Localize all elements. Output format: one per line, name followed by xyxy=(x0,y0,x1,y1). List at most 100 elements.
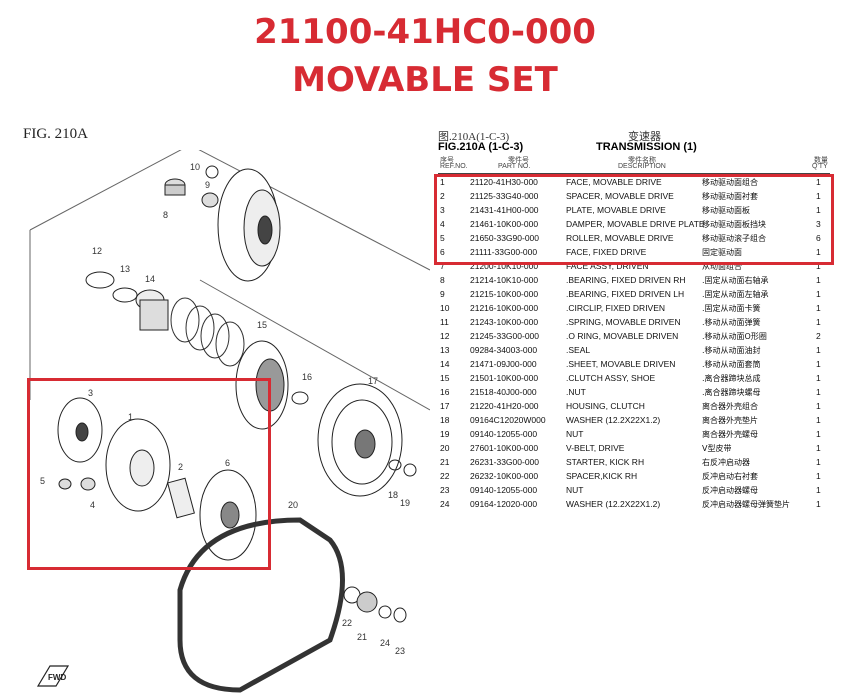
cell-cn: .移动从动面O形圈 xyxy=(702,332,767,341)
cell-qty: 1 xyxy=(816,191,821,201)
svg-text:4: 4 xyxy=(90,500,95,510)
cell-part: 26232-10K00-000 xyxy=(470,471,539,481)
cell-ref: 10 xyxy=(440,303,450,313)
cell-part: 21461-10K00-000 xyxy=(470,219,539,229)
cell-desc: HOUSING, CLUTCH xyxy=(566,401,645,411)
svg-text:5: 5 xyxy=(40,476,45,486)
cell-qty: 1 xyxy=(816,443,821,453)
cell-qty: 2 xyxy=(816,331,821,341)
cell-desc: .CLUTCH ASSY, SHOE xyxy=(566,373,656,383)
svg-text:15: 15 xyxy=(257,320,267,330)
cell-part: 21215-10K00-000 xyxy=(470,289,539,299)
svg-text:13: 13 xyxy=(120,264,130,274)
cell-qty: 1 xyxy=(816,401,821,411)
cell-qty: 1 xyxy=(816,345,821,355)
svg-text:8: 8 xyxy=(163,210,168,220)
svg-text:9: 9 xyxy=(205,180,210,190)
cell-ref: 8 xyxy=(440,275,445,285)
cell-qty: 1 xyxy=(816,261,821,271)
cell-qty: 1 xyxy=(816,177,821,187)
cell-desc: PLATE, MOVABLE DRIVE xyxy=(566,205,666,215)
svg-text:16: 16 xyxy=(302,372,312,382)
cell-part: 21243-10K00-000 xyxy=(470,317,539,327)
cell-desc: DAMPER, MOVABLE DRIVE PLATE xyxy=(566,219,705,229)
cell-ref: 2 xyxy=(440,191,445,201)
cell-ref: 24 xyxy=(440,499,450,509)
cell-desc: .NUT xyxy=(566,387,586,397)
cell-desc: .BEARING, FIXED DRIVEN LH xyxy=(566,289,685,299)
cell-desc: SPACER, MOVABLE DRIVE xyxy=(566,191,674,201)
cell-cn: .固定从动面右轴承 xyxy=(702,276,769,285)
cell-cn: 离合器外壳螺母 xyxy=(702,430,758,439)
svg-text:19: 19 xyxy=(400,498,410,508)
cell-part: 09164C12020W000 xyxy=(470,415,546,425)
cell-cn: 从动面组合 xyxy=(702,262,742,271)
svg-text:23: 23 xyxy=(395,646,405,656)
cell-cn: .固定从动面左轴承 xyxy=(702,290,769,299)
cell-qty: 1 xyxy=(816,359,821,369)
cell-cn: 固定驱动面 xyxy=(702,248,742,257)
table-title-cn: 图.210A(1-C-3) 变速器 xyxy=(438,131,661,143)
cell-cn: 反冲启动器螺母 xyxy=(702,486,758,495)
cell-desc: FACE, FIXED DRIVE xyxy=(566,247,647,257)
part-number-title: 21100-41HC0-000 xyxy=(254,12,596,52)
table-highlight-box xyxy=(434,174,834,265)
diagram-highlight-box xyxy=(27,378,271,570)
cell-qty: 1 xyxy=(816,429,821,439)
cell-part: 21216-10K00-000 xyxy=(470,303,539,313)
cell-qty: 1 xyxy=(816,471,821,481)
cell-cn: V型皮带 xyxy=(702,444,732,453)
cell-qty: 1 xyxy=(816,289,821,299)
cell-ref: 19 xyxy=(440,429,450,439)
cell-part: 21245-33G00-000 xyxy=(470,331,540,341)
cell-cn: 右反冲启动器 xyxy=(702,458,750,467)
cell-desc: .SHEET, MOVABLE DRIVEN xyxy=(566,359,676,369)
cell-part: 09140-12055-000 xyxy=(470,429,538,439)
cell-ref: 23 xyxy=(440,485,450,495)
cell-ref: 15 xyxy=(440,373,450,383)
cell-qty: 1 xyxy=(816,457,821,467)
svg-text:6: 6 xyxy=(225,458,230,468)
cell-ref: 14 xyxy=(440,359,450,369)
svg-text:3: 3 xyxy=(88,388,93,398)
svg-text:14: 14 xyxy=(145,274,155,284)
cell-ref: 11 xyxy=(440,317,449,327)
cell-desc: .SPRING, MOVABLE DRIVEN xyxy=(566,317,681,327)
cell-part: 09140-12055-000 xyxy=(470,485,538,495)
cell-qty: 1 xyxy=(816,247,821,257)
cell-part: 21120-41H30-000 xyxy=(470,177,538,187)
cell-cn: .固定从动面卡簧 xyxy=(702,304,761,313)
table-row: 10 21216-10K00-000 .CIRCLIP, FIXED DRIVEN.… xyxy=(438,302,830,316)
cell-cn: .离合器蹄块总成 xyxy=(702,374,761,383)
svg-text:21: 21 xyxy=(357,632,367,642)
cell-cn: 离合器外壳组合 xyxy=(702,402,758,411)
cell-part: 21125-33G40-000 xyxy=(470,191,539,201)
cell-ref: 21 xyxy=(440,457,450,467)
cell-qty: 1 xyxy=(816,415,821,425)
svg-text:2: 2 xyxy=(178,462,183,472)
cell-desc: .CIRCLIP, FIXED DRIVEN xyxy=(566,303,666,313)
svg-text:18: 18 xyxy=(388,490,398,500)
cell-part: 21200-10K10-000 xyxy=(470,261,539,271)
svg-text:FWD: FWD xyxy=(48,673,66,682)
cell-cn: 移动驱动面衬套 xyxy=(702,192,758,201)
cell-desc: .O RING, MOVABLE DRIVEN xyxy=(566,331,679,341)
cell-desc: NUT xyxy=(566,429,584,439)
cell-qty: 1 xyxy=(816,373,821,383)
cell-ref: 3 xyxy=(440,205,445,215)
cell-part: 21518-40J00-000 xyxy=(470,387,537,397)
cell-ref: 7 xyxy=(440,261,445,271)
